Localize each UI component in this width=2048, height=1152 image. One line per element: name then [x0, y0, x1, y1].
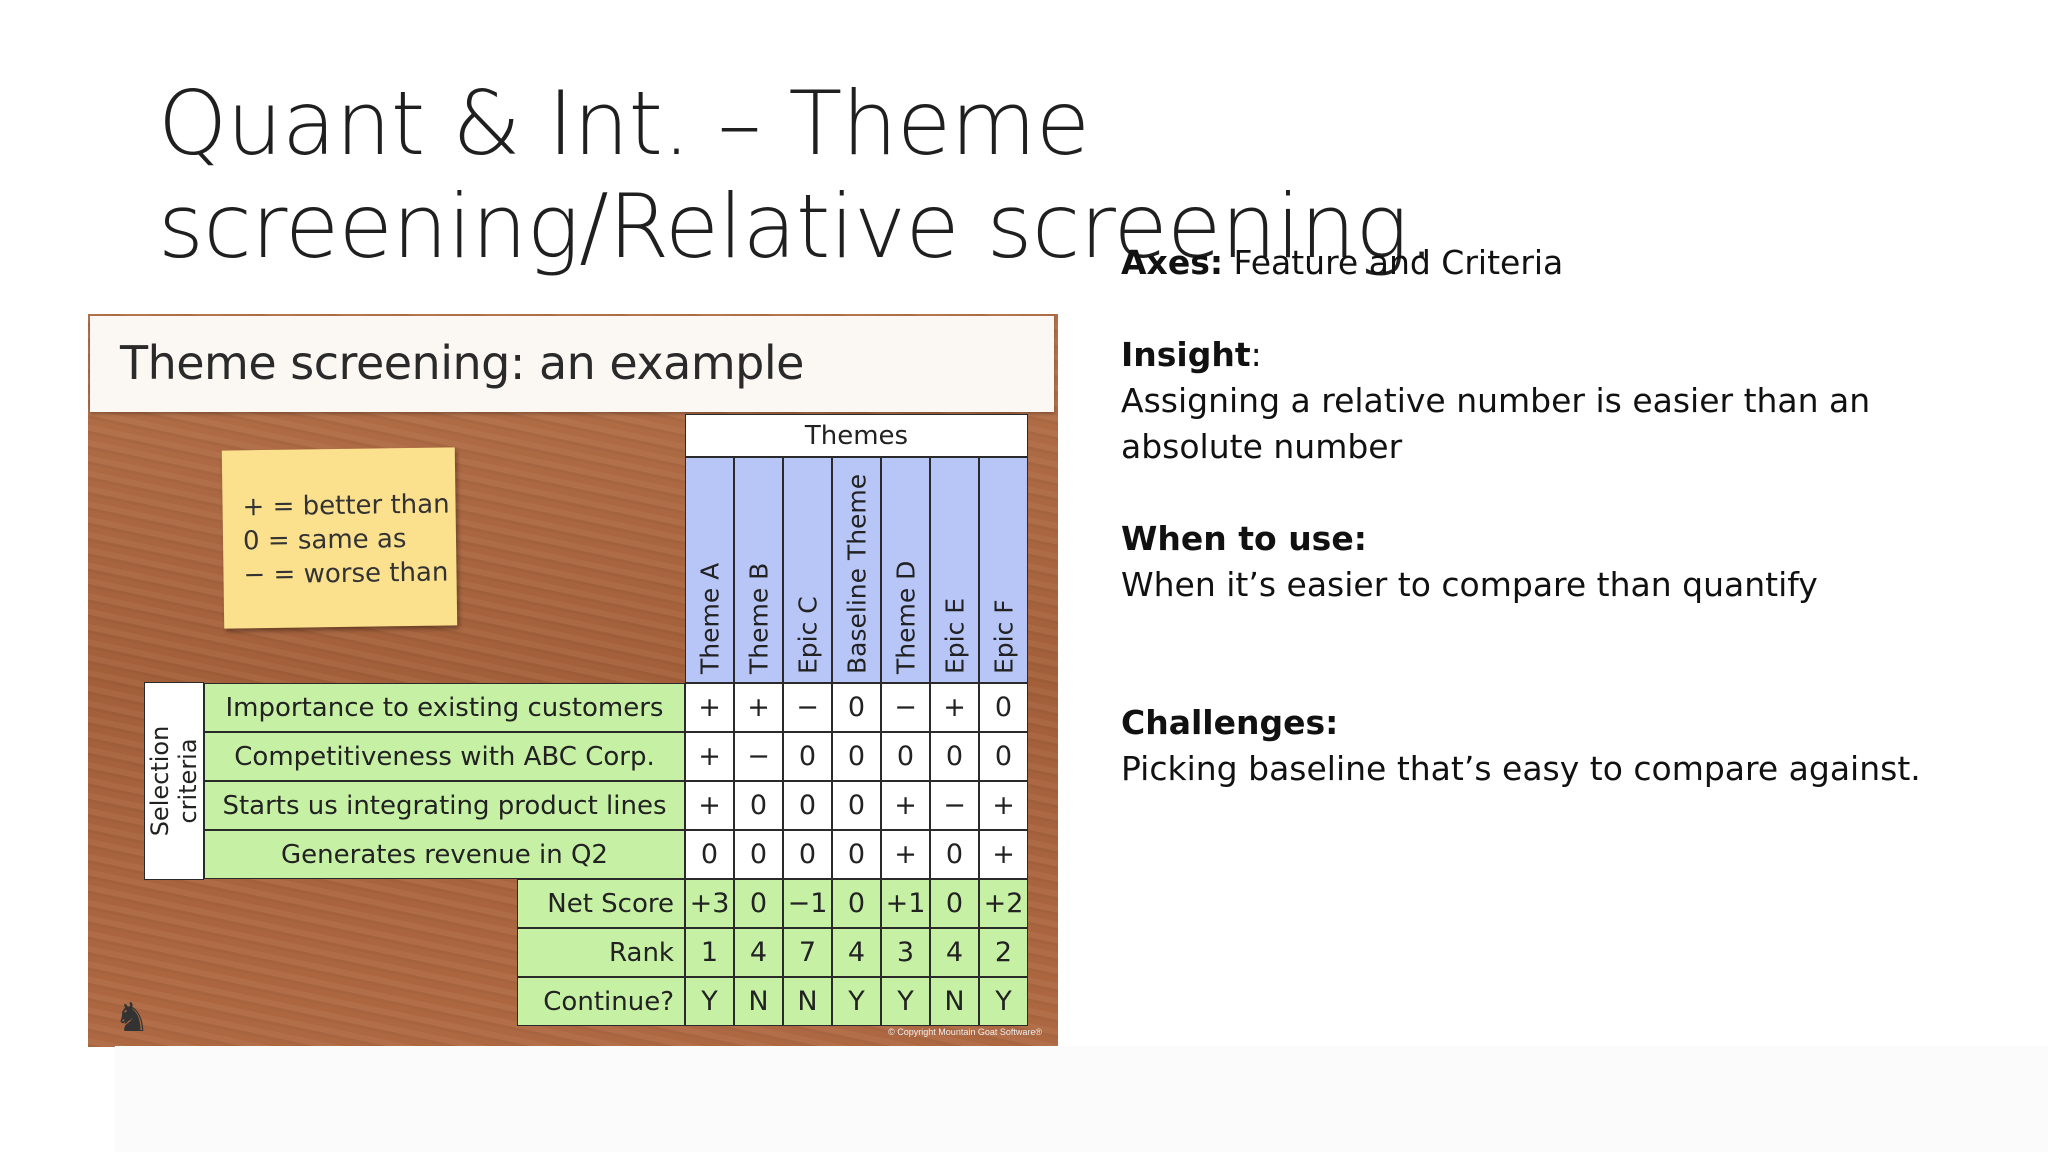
goat-logo-icon: ♞: [114, 996, 150, 1040]
axes-text: Feature and Criteria: [1223, 243, 1564, 282]
summary-cell: 4: [832, 928, 881, 977]
table-cell: +: [881, 781, 930, 830]
summary-cell: 4: [734, 928, 783, 977]
summary-cell: Y: [685, 977, 734, 1026]
summary-cell: 0: [930, 879, 979, 928]
themes-header: Themes: [685, 414, 1028, 457]
challenges-label: Challenges:: [1121, 703, 1339, 742]
summary-cell: −1: [783, 879, 832, 928]
table-cell: 0: [832, 830, 881, 879]
column-header-label: Theme A: [695, 562, 724, 674]
column-header: Theme A: [685, 457, 734, 683]
copyright-note: © Copyright Mountain Goat Software®: [888, 1027, 1042, 1037]
summary-cell: 0: [832, 879, 881, 928]
summary-cell: N: [734, 977, 783, 1026]
summary-cell: 7: [783, 928, 832, 977]
slide-title: Quant & Int. – Theme screening/Relative …: [158, 72, 1436, 278]
column-header-label: Epic C: [793, 596, 822, 674]
figure-title: Theme screening: an example: [120, 336, 804, 390]
table-cell: 0: [734, 830, 783, 879]
column-header: Baseline Theme: [832, 457, 881, 683]
table-cell: 0: [832, 781, 881, 830]
table-cell: +: [685, 732, 734, 781]
summary-cell: 1: [685, 928, 734, 977]
legend-better: + = better than: [242, 489, 450, 523]
figure-header: Theme screening: an example: [90, 316, 1054, 412]
summary-cell: Y: [979, 977, 1028, 1026]
summary-cell: +3: [685, 879, 734, 928]
table-cell: 0: [881, 732, 930, 781]
summary-row-label: Net Score: [517, 879, 685, 928]
table-cell: −: [783, 683, 832, 732]
legend-sticky-note: + = better than 0 = same as − = worse th…: [221, 447, 458, 629]
column-header: Epic E: [930, 457, 979, 683]
insight-line: Insight:: [1121, 332, 1941, 378]
summary-cell: 2: [979, 928, 1028, 977]
summary-cell: 3: [881, 928, 930, 977]
column-header-label: Theme B: [744, 562, 773, 674]
table-cell: −: [881, 683, 930, 732]
axes-line: Axes: Feature and Criteria: [1121, 240, 1941, 286]
table-cell: 0: [832, 683, 881, 732]
criteria-row-label: Importance to existing customers: [204, 683, 685, 732]
criteria-row-label: Starts us integrating product lines: [204, 781, 685, 830]
table-cell: 0: [783, 830, 832, 879]
summary-cell: N: [783, 977, 832, 1026]
table-cell: 0: [734, 781, 783, 830]
summary-cell: 0: [734, 879, 783, 928]
table-cell: 0: [979, 683, 1028, 732]
table-cell: +: [734, 683, 783, 732]
summary-row-label: Rank: [517, 928, 685, 977]
summary-row-label: Continue?: [517, 977, 685, 1026]
table-cell: +: [685, 781, 734, 830]
table-cell: −: [930, 781, 979, 830]
column-header: Theme D: [881, 457, 930, 683]
column-header-label: Epic F: [989, 599, 1018, 674]
summary-cell: +1: [881, 879, 930, 928]
column-header-label: Theme D: [891, 560, 920, 674]
table-cell: −: [734, 732, 783, 781]
table-cell: 0: [979, 732, 1028, 781]
when-label: When to use:: [1121, 519, 1367, 558]
table-cell: +: [979, 781, 1028, 830]
column-header: Epic F: [979, 457, 1028, 683]
insight-colon: :: [1250, 335, 1262, 374]
when-label-line: When to use:: [1121, 516, 1941, 562]
criteria-row-label: Competitiveness with ABC Corp.: [204, 732, 685, 781]
table-cell: +: [979, 830, 1028, 879]
summary-cell: +2: [979, 879, 1028, 928]
summary-cell: Y: [881, 977, 930, 1026]
challenges-label-line: Challenges:: [1121, 700, 1941, 746]
insight-label: Insight: [1121, 335, 1251, 374]
column-header-label: Baseline Theme: [842, 473, 871, 674]
axes-label: Axes:: [1121, 243, 1224, 282]
legend-same: 0 = same as: [242, 524, 407, 557]
table-cell: 0: [783, 781, 832, 830]
column-header-label: Epic E: [940, 597, 969, 674]
table-cell: 0: [832, 732, 881, 781]
summary-cell: Y: [832, 977, 881, 1026]
table-cell: +: [685, 683, 734, 732]
insight-text: Assigning a relative number is easier th…: [1121, 381, 1871, 466]
column-header: Epic C: [783, 457, 832, 683]
table-cell: 0: [930, 732, 979, 781]
slide-notes: Axes: Feature and Criteria Insight: Assi…: [1121, 240, 1941, 792]
table-cell: +: [930, 683, 979, 732]
bottom-band: [115, 1046, 2048, 1152]
theme-screening-figure: Theme screening: an example + = better t…: [88, 314, 1058, 1047]
table-cell: 0: [930, 830, 979, 879]
when-text: When it’s easier to compare than quantif…: [1121, 565, 1818, 604]
table-cell: 0: [783, 732, 832, 781]
table-cell: 0: [685, 830, 734, 879]
criteria-row-label: Generates revenue in Q2: [204, 830, 685, 879]
summary-cell: N: [930, 977, 979, 1026]
summary-cell: 4: [930, 928, 979, 977]
table-cell: +: [881, 830, 930, 879]
column-header: Theme B: [734, 457, 783, 683]
challenges-text: Picking baseline that’s easy to compare …: [1121, 749, 1921, 788]
legend-worse: − = worse than: [243, 557, 449, 591]
